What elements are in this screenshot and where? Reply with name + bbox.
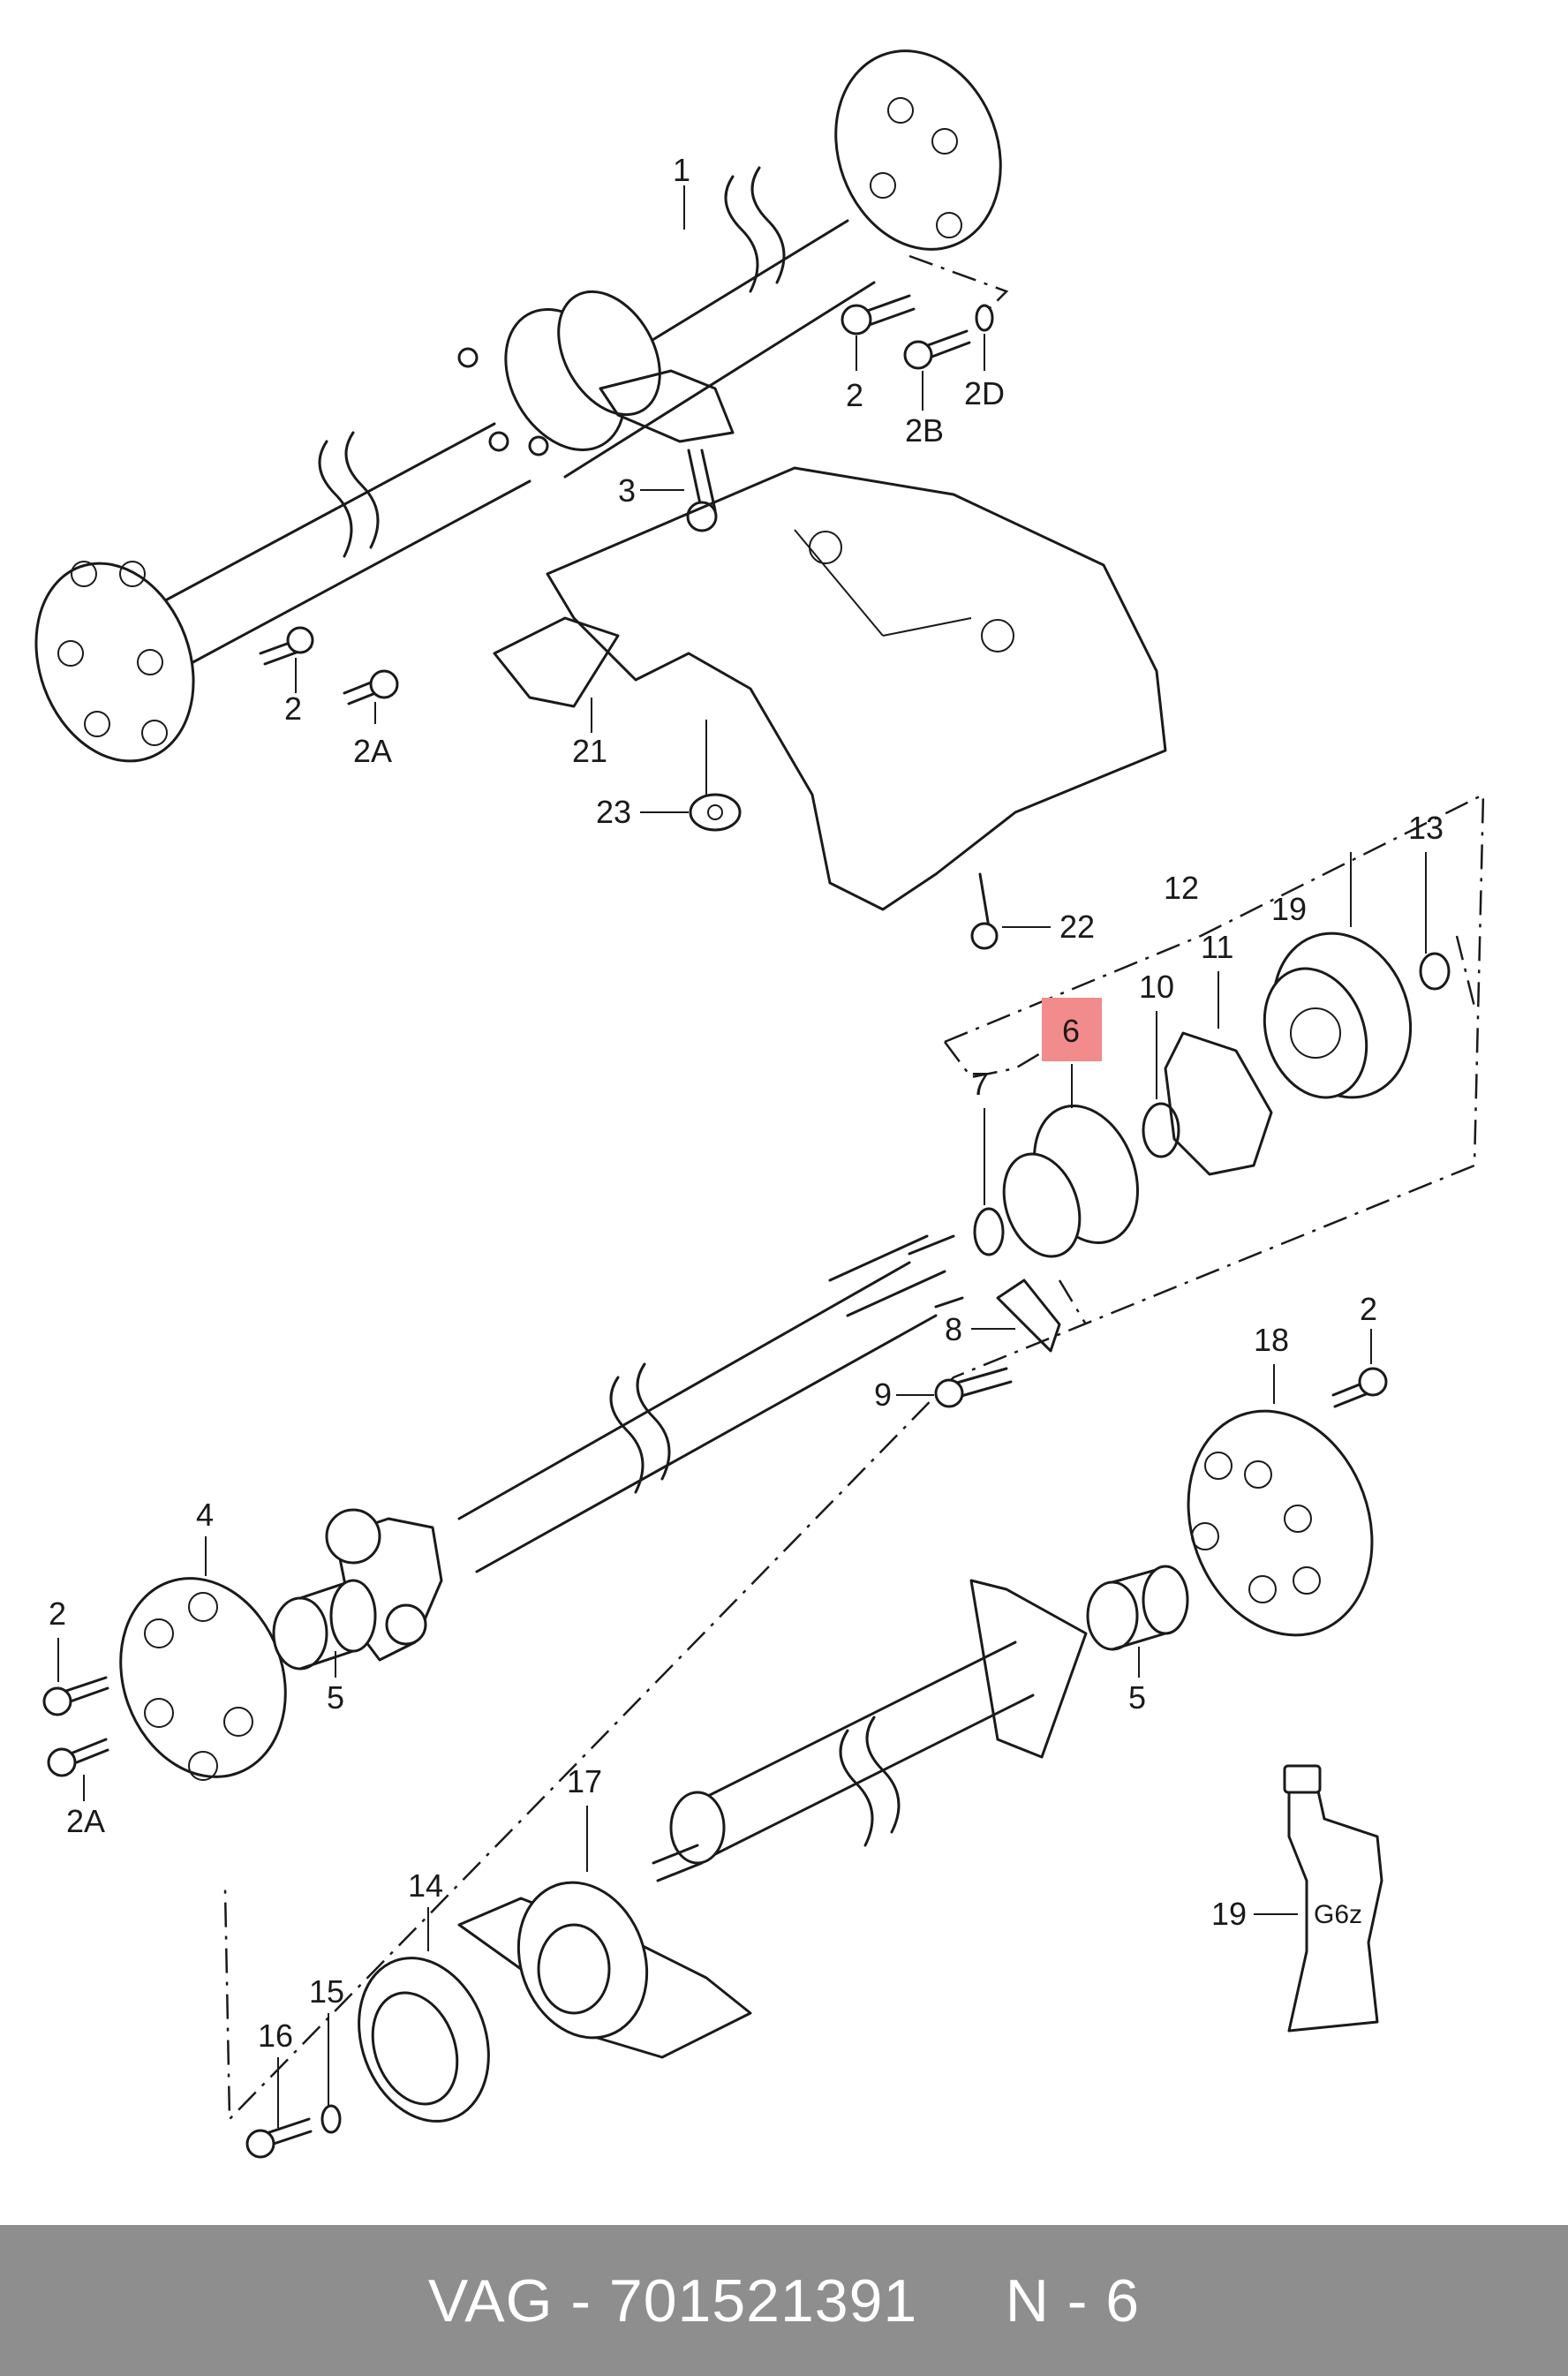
label-6: 6 [1062,1013,1080,1049]
label-7: 7 [971,1066,989,1102]
lower-right-parts [828,932,1451,1408]
label-3: 3 [618,472,636,509]
dash-outline [223,792,1485,2123]
upper-bolts [259,294,994,705]
lower-driveshaft [325,1234,964,1662]
label-12: 12 [1164,870,1199,906]
label-2a-left: 2A [353,733,392,769]
label-2-low: 2 [49,1595,66,1632]
label-2-mid: 2 [1360,1291,1377,1327]
label-2-left: 2 [284,690,302,727]
label-5-left: 5 [327,1679,344,1716]
part-number-text: VAG - 701521391 N - 6 [427,2267,1141,2335]
part-6-highlight [1042,998,1102,1061]
heat-shield [493,466,1167,950]
label-19-tube: 19 [1211,1896,1247,1932]
label-2b: 2B [905,412,944,449]
label-13: 13 [1408,810,1444,846]
label-8: 8 [945,1311,962,1347]
label-18: 18 [1254,1322,1289,1358]
label-16: 16 [258,2018,293,2054]
label-9: 9 [874,1377,892,1413]
label-1: 1 [673,152,690,188]
label-17: 17 [567,1763,602,1799]
part-number-footer: VAG - 701521391 N - 6 [0,2225,1568,2376]
exploded-parts-diagram: 1 2 2B 2D 3 2 2A 21 23 22 [34,49,1485,2159]
label-4: 4 [196,1497,214,1533]
label-2a-low: 2A [66,1803,105,1839]
label-21: 21 [572,733,607,769]
label-22: 22 [1059,909,1095,945]
grease-tube [1283,1764,1383,2033]
label-5-right: 5 [1128,1679,1146,1716]
label-10: 10 [1139,969,1174,1005]
tube-label-g6z: G6z [1314,1900,1362,1929]
label-23: 23 [596,794,631,830]
label-2-top: 2 [846,377,863,413]
label-15: 15 [309,1973,344,2010]
upper-labels: 1 2 2B 2D 3 2 2A 21 23 22 [284,152,1095,945]
label-19-bearing: 19 [1271,891,1307,927]
label-11: 11 [1201,929,1233,965]
label-2d: 2D [964,375,1005,411]
lower-labels: 13 12 19 11 10 6 7 8 9 2 18 4 2 2A 5 5 1… [49,810,1444,2128]
lower-right-disc-shaft [652,1367,1388,1882]
lower-center-bearing [245,1881,752,2159]
label-14: 14 [408,1867,443,1904]
upper-driveshaft [34,49,1009,763]
lower-left-flex-disc [42,1577,377,1781]
